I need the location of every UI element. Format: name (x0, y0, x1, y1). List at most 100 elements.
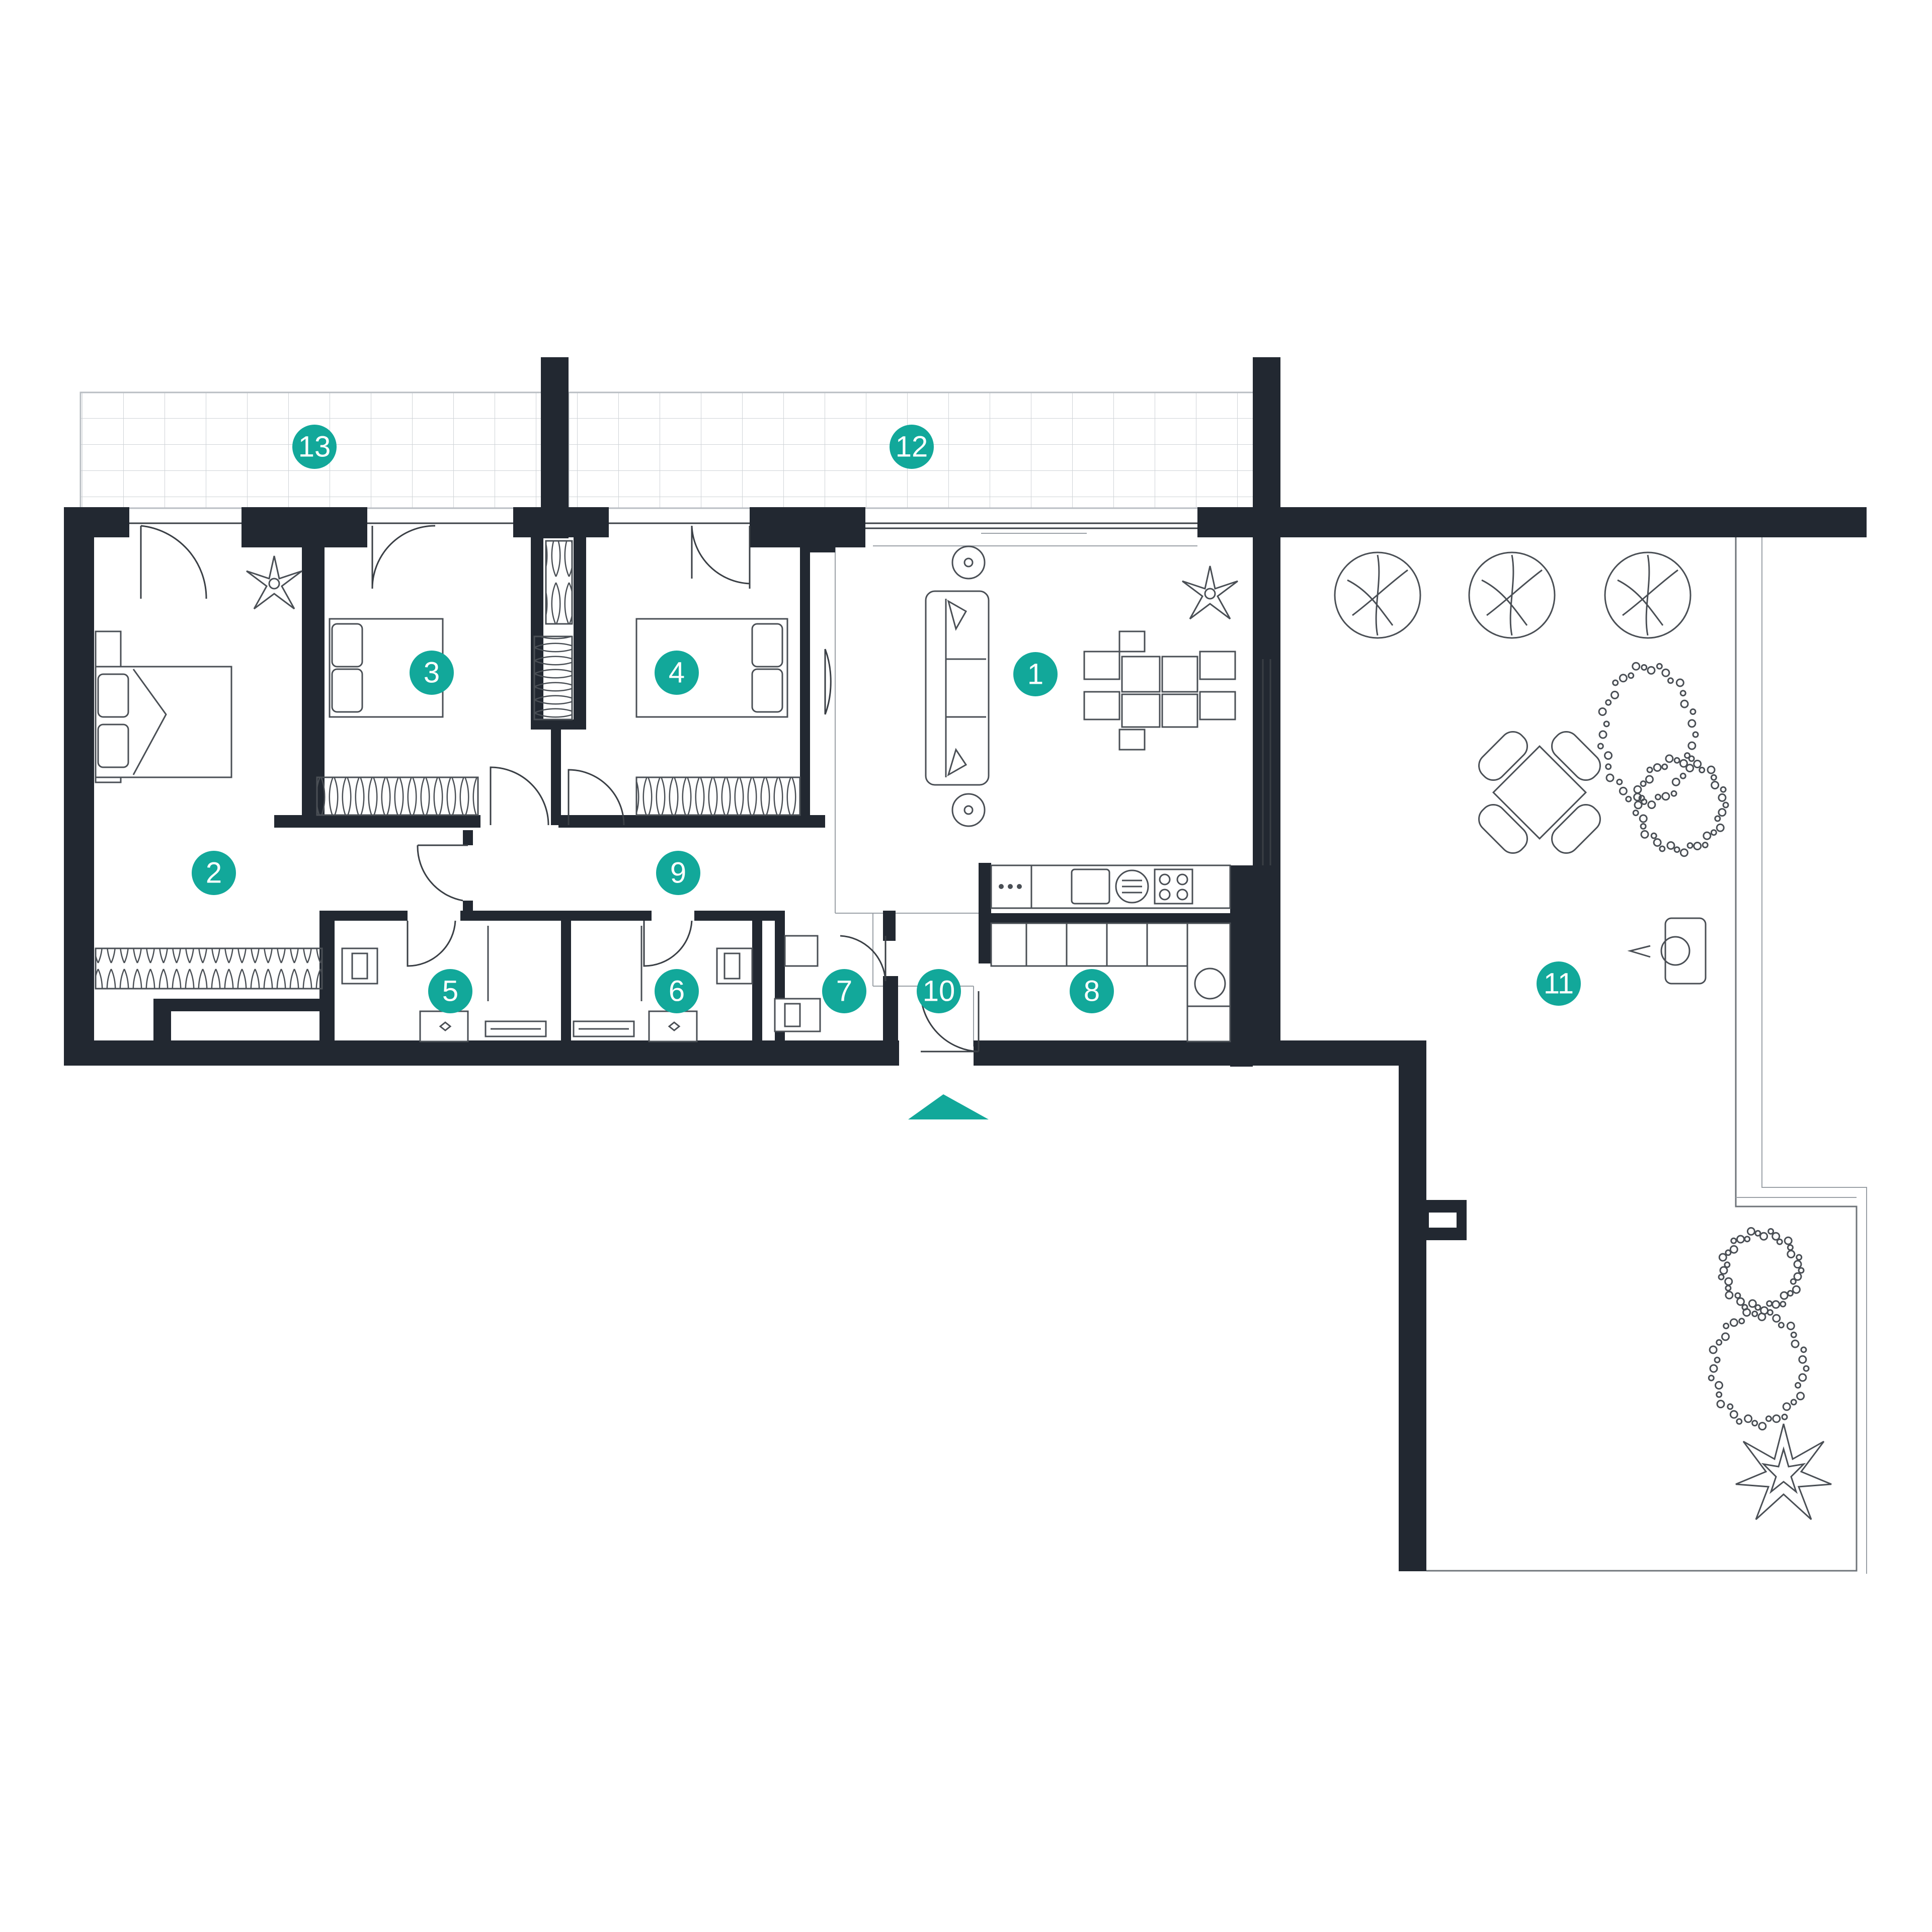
room-12-label: 12 (896, 431, 928, 463)
room-9-badge[interactable]: 9 (656, 851, 700, 895)
pebble (1754, 1230, 1761, 1237)
room-8-badge[interactable]: 8 (1070, 969, 1114, 1013)
pebble (1709, 1345, 1718, 1354)
entrance-arrow-icon (908, 1094, 989, 1119)
pebble (1684, 752, 1691, 759)
pebble (1686, 842, 1694, 849)
pebble (1729, 1318, 1738, 1327)
pebble (1671, 777, 1680, 786)
pebble (1746, 1227, 1755, 1236)
room-6-badge[interactable]: 6 (655, 969, 699, 1013)
pebble (1598, 707, 1607, 716)
pebble (1744, 1236, 1751, 1243)
pebble (1689, 708, 1697, 715)
room-5-badge[interactable]: 5 (428, 969, 472, 1013)
pebble (1612, 679, 1619, 686)
pebble (1722, 801, 1729, 809)
pebble (1598, 730, 1607, 739)
pebble (1632, 810, 1639, 817)
room-2-badge[interactable]: 2 (192, 851, 236, 895)
pebble (1718, 793, 1727, 802)
pebble (1687, 741, 1697, 750)
room-11-badge[interactable]: 11 (1537, 961, 1581, 1006)
pebble (1724, 1261, 1731, 1268)
pebble (1667, 677, 1674, 684)
room-10-badge[interactable]: 10 (917, 969, 961, 1013)
doors (140, 525, 980, 1053)
pebble (1736, 1418, 1743, 1425)
room-11-label: 11 (1544, 968, 1574, 1000)
room-13-badge[interactable]: 13 (292, 425, 337, 469)
pebble (1646, 766, 1653, 773)
pebble (1730, 1237, 1737, 1244)
pebble (1679, 690, 1686, 697)
pebble (1742, 1308, 1751, 1317)
pebble (1798, 1267, 1805, 1274)
pebble (1772, 1314, 1781, 1323)
pebble (1661, 792, 1670, 801)
room-8-label: 8 (1084, 975, 1100, 1008)
pebble (1641, 664, 1648, 671)
pebble (1778, 1322, 1785, 1329)
pebble (1603, 720, 1610, 728)
pebble (1714, 815, 1721, 822)
pebble (1800, 1346, 1807, 1353)
pebble (1790, 1278, 1797, 1285)
pebble (1633, 785, 1642, 794)
room-3-badge[interactable]: 3 (410, 651, 454, 695)
pebble (1710, 774, 1717, 781)
room-4-badge[interactable]: 4 (655, 651, 699, 695)
pebble (1734, 1292, 1741, 1299)
pebble (1719, 1266, 1728, 1275)
pebble (1727, 1403, 1734, 1410)
pebble (1699, 767, 1706, 773)
pebble (1709, 1364, 1718, 1373)
pebble (1597, 743, 1604, 750)
room-9-label: 9 (670, 857, 686, 890)
pebble (1767, 1228, 1775, 1235)
pebble (1790, 1399, 1797, 1406)
pebble (1791, 1339, 1800, 1348)
pebble (1625, 795, 1632, 802)
room-1-badge[interactable]: 1 (1013, 652, 1058, 696)
beds (95, 618, 788, 783)
pebble (1793, 1272, 1802, 1281)
pebble (1653, 838, 1662, 847)
windows (129, 522, 1271, 865)
pebble (1766, 1309, 1774, 1316)
pebble (1605, 699, 1612, 706)
pebble (1679, 772, 1686, 779)
pebble (1796, 1392, 1805, 1401)
room-12-badge[interactable]: 12 (890, 425, 934, 469)
pebble (1634, 800, 1643, 810)
pebble (1798, 1373, 1807, 1382)
pebble (1716, 1339, 1723, 1346)
pebble (1619, 674, 1628, 683)
pebble (1679, 759, 1688, 768)
pebble (1675, 678, 1684, 687)
pebble (1751, 1310, 1758, 1317)
room-13-label: 13 (298, 431, 331, 463)
pebble (1744, 1414, 1753, 1423)
pebble (1787, 1244, 1794, 1251)
pebble (1738, 1318, 1745, 1325)
pebble (1628, 672, 1635, 679)
plant-icons (246, 555, 1832, 1520)
pebble (1780, 1291, 1789, 1300)
pebble (1688, 755, 1695, 762)
wardrobes (95, 540, 801, 990)
pebble (1765, 1415, 1772, 1422)
pebble (1619, 786, 1628, 795)
pebble (1757, 1312, 1766, 1321)
pebble (1724, 1277, 1733, 1286)
pebble (1725, 1284, 1732, 1292)
room-badges: 1 2 3 4 5 6 7 8 9 10 11 12 13 (192, 425, 1581, 1013)
living-furniture (925, 545, 1236, 827)
room-5-label: 5 (442, 975, 458, 1008)
pebble (1729, 1245, 1738, 1254)
room-10-label: 10 (923, 975, 955, 1008)
room-7-badge[interactable]: 7 (822, 969, 866, 1013)
pebble (1708, 1375, 1715, 1382)
pebble (1665, 754, 1674, 763)
